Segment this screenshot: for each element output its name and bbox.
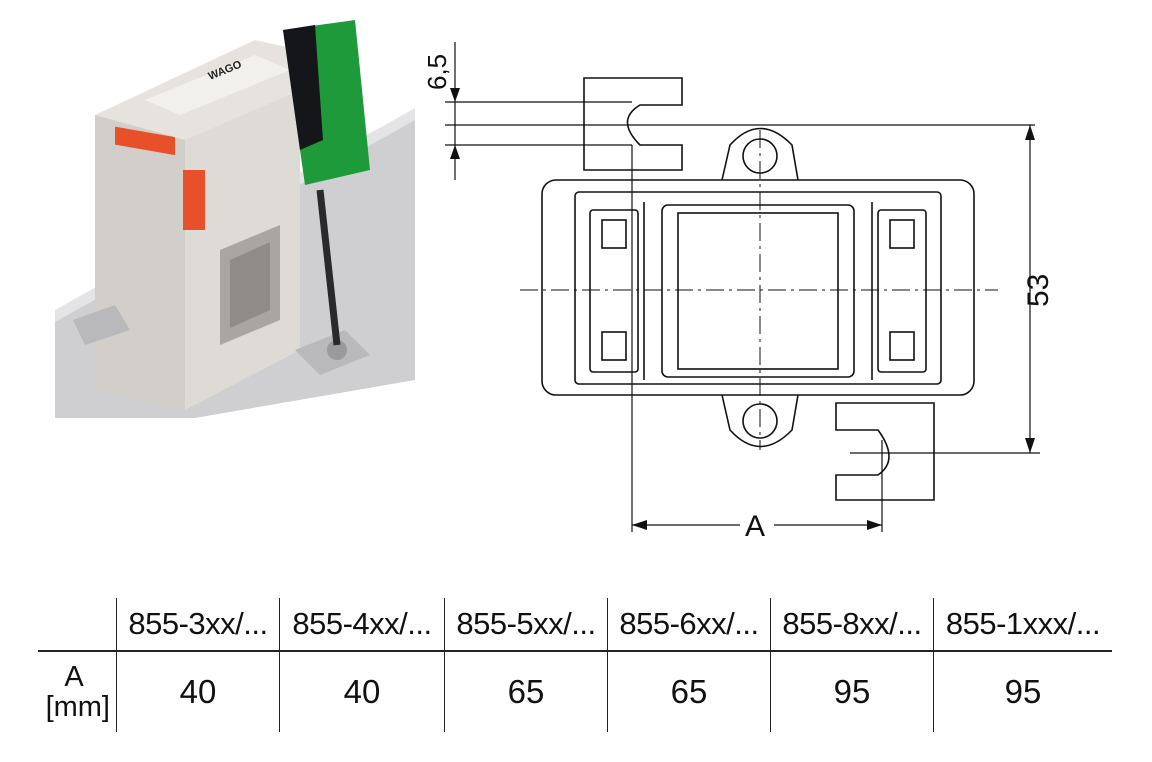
- arrow-a-left: [632, 520, 647, 530]
- dim-label-6-5: 6,5: [422, 54, 452, 90]
- core-window-inner: [230, 242, 270, 328]
- table-cell: 65: [444, 651, 608, 732]
- dim-label-a-bg: [740, 508, 774, 542]
- table-cell: 65: [607, 651, 771, 732]
- column-header: 855-3xx/...: [116, 598, 280, 651]
- label-plate: [145, 55, 290, 115]
- terminal-slot-left-top: [601, 219, 627, 249]
- arrow-6-5-top: [450, 88, 460, 102]
- body-outline: [541, 179, 975, 396]
- table-cell: 40: [116, 651, 280, 732]
- housing-front: [95, 115, 185, 410]
- terminal-slot-right-bottom: [889, 331, 915, 361]
- technical-drawing: 6,5 53 A: [422, 42, 1055, 543]
- screwdriver-shaft: [316, 189, 341, 346]
- mounting-foot-left: [73, 305, 130, 345]
- table-row: A [mm] 40 40 65 65 95 95: [38, 651, 1112, 732]
- row-header-unit: [mm]: [45, 691, 110, 723]
- terminal-slot-right-top: [889, 219, 915, 249]
- mount-tab-top: [721, 127, 799, 181]
- body-inner: [574, 191, 942, 385]
- arrow-a-right: [867, 520, 882, 530]
- column-header: 855-1xxx/...: [933, 598, 1112, 651]
- table-cell: 95: [933, 651, 1112, 732]
- table-header-row: 855-3xx/... 855-4xx/... 855-5xx/... 855-…: [38, 598, 1112, 651]
- terminal-top-left: [115, 126, 175, 156]
- column-header: 855-5xx/...: [444, 598, 608, 651]
- terminal-block-right: [877, 209, 927, 373]
- table-cell: 95: [770, 651, 934, 732]
- terminal-front: [183, 170, 205, 230]
- arrow-53-bottom: [1025, 438, 1035, 453]
- dim-label-53: 53: [1022, 274, 1055, 307]
- row-header-symbol: A: [64, 661, 84, 693]
- screw-head: [327, 340, 347, 360]
- center-window-inner: [677, 212, 839, 370]
- arrow-53-top: [1025, 125, 1035, 140]
- row-header: A [mm]: [38, 651, 117, 732]
- dim-label-a: A: [745, 510, 765, 543]
- column-header: 855-6xx/...: [607, 598, 771, 651]
- product-photo: WAGO: [55, 20, 415, 418]
- column-header: 855-8xx/...: [770, 598, 934, 651]
- clamp-bracket-bottom: [835, 402, 935, 501]
- center-window: [661, 204, 855, 378]
- arrow-6-5-bottom: [450, 145, 460, 159]
- spec-table: 855-3xx/... 855-4xx/... 855-5xx/... 855-…: [38, 598, 1112, 732]
- terminal-slot-left-bottom: [601, 331, 627, 361]
- table-cell: 40: [279, 651, 445, 732]
- table-corner: [38, 598, 117, 651]
- terminal-block-left: [589, 209, 639, 373]
- screwdriver-handle-grip: [283, 25, 323, 150]
- clamp-bracket-top: [583, 77, 683, 171]
- column-header: 855-4xx/...: [279, 598, 445, 651]
